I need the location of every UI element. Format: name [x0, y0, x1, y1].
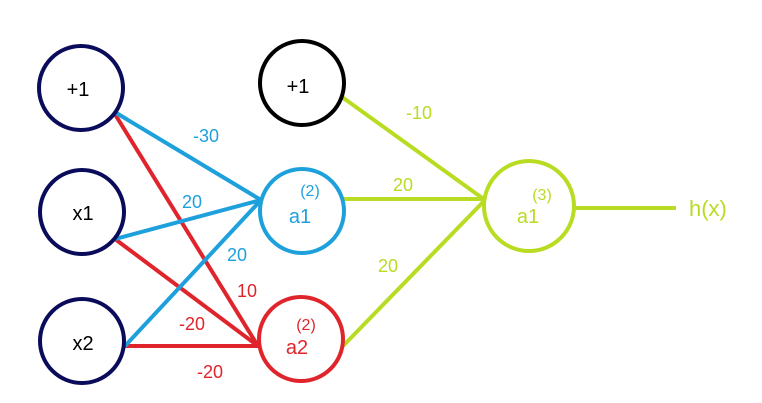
node-hidden-a2 [257, 295, 345, 383]
node-hidden-a2-label: a2 [286, 337, 308, 359]
weight-x1-to-a1: 20 [182, 192, 202, 212]
node-output-a1 [482, 159, 576, 253]
edge-a2-to-out [341, 198, 487, 348]
weight-a1-to-out: 20 [393, 175, 413, 195]
weight-bias-to-a2: 10 [237, 281, 257, 301]
node-output-a1-label: a1 [517, 206, 539, 228]
node-output-a1-superscript: (3) [532, 187, 552, 204]
edge-x1-to-a2 [113, 237, 260, 348]
node-hidden-bias [258, 39, 346, 127]
node-hidden-a2-superscript: (2) [296, 317, 316, 334]
edge-x2-to-a1 [123, 198, 263, 348]
edge-bias-to-a2 [111, 109, 260, 348]
node-x2-label: x2 [72, 333, 93, 355]
node-hidden-a1-label: a1 [289, 206, 311, 228]
weight-hbias-to-out: -10 [406, 103, 432, 123]
node-input-bias-label: +1 [67, 79, 90, 101]
weight-a2-to-out: 20 [378, 256, 398, 276]
node-x2 [38, 297, 126, 385]
edge-hbias-to-out [340, 95, 487, 202]
node-hidden-bias-label: +1 [287, 76, 310, 98]
weight-bias-to-a1: -30 [193, 126, 219, 146]
weight-x1-to-a2: -20 [179, 314, 205, 334]
weight-x2-to-a2: -20 [197, 362, 223, 382]
output-hx-label: h(x) [689, 196, 727, 221]
node-x1-label: x1 [72, 203, 93, 225]
node-hidden-a1 [258, 167, 346, 255]
edge-bias-to-a1 [111, 109, 263, 202]
node-hidden-a1-superscript: (2) [300, 183, 320, 200]
node-x1 [38, 168, 126, 256]
node-input-bias [37, 44, 125, 132]
edge-x1-to-a1 [114, 198, 262, 241]
weight-x2-to-a1: 20 [227, 245, 247, 265]
